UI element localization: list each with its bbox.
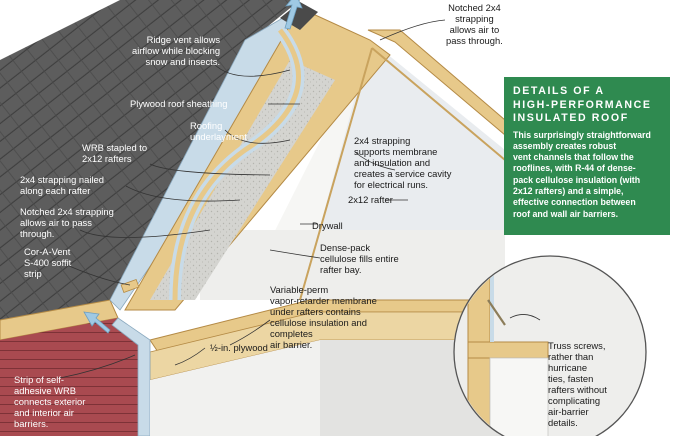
airflow-arrow-soffit <box>83 311 111 334</box>
lower-wall-section <box>150 340 320 436</box>
wrb-strip <box>111 317 151 436</box>
label-half-inch-plywood: ½-in. plywood <box>210 342 268 353</box>
soffit-strip <box>120 278 140 294</box>
inset-wall-panel <box>489 357 549 436</box>
airflow-arrow-ridge <box>284 0 303 30</box>
strapping-line-2 <box>299 47 373 301</box>
label-truss-screws: Truss screws, rather than hurricane ties… <box>548 340 607 428</box>
label-roofing-underlayment: Roofing underlayment <box>190 120 247 142</box>
strapping-line-1 <box>371 47 506 161</box>
siding-wall <box>0 318 150 436</box>
interior-wall <box>200 230 505 300</box>
label-notched-strapping-top: Notched 2x4 strapping allows air to pass… <box>446 2 503 46</box>
inset-plate <box>467 341 549 359</box>
cellulose-fill <box>150 60 335 300</box>
leader-lines <box>59 19 446 379</box>
detail-inset-contents <box>455 257 645 436</box>
info-box-title: DETAILS OF A HIGH-PERFORMANCE INSULATED … <box>513 85 652 124</box>
label-plywood-sheathing: Plywood roof sheathing <box>130 98 228 109</box>
vent-channel-inner <box>172 28 301 301</box>
label-strapping-membrane: 2x4 strapping supports membrane and insu… <box>354 135 452 190</box>
label-soffit-strip: Cor-A-Vent S-400 soffit strip <box>24 246 72 279</box>
label-ridge-vent: Ridge vent allows airflow while blocking… <box>132 34 221 67</box>
truss-screw <box>487 299 506 326</box>
label-wrb-stapled: WRB stapled to 2x12 rafters <box>82 142 148 164</box>
label-notched-strapping-left: Notched 2x4 strapping allows air to pass… <box>20 206 114 239</box>
label-cellulose: Dense-pack cellulose fills entire rafter… <box>320 242 399 275</box>
screw-pointer <box>509 314 541 321</box>
label-strapping-nailed: 2x4 strapping nailed along each rafter <box>20 174 104 196</box>
inset-membrane <box>490 262 494 342</box>
label-wrb-strip: Strip of self- adhesive WRB connects ext… <box>14 374 86 429</box>
label-rafter-2x12: 2x12 rafter <box>348 194 393 205</box>
info-box: DETAILS OF A HIGH-PERFORMANCE INSULATED … <box>504 77 670 235</box>
info-box-body: This surprisingly straightforward assemb… <box>513 129 651 219</box>
label-drywall: Drywall <box>312 220 343 231</box>
label-vapor-membrane: Variable-perm vapor-retarder membrane un… <box>270 284 377 350</box>
